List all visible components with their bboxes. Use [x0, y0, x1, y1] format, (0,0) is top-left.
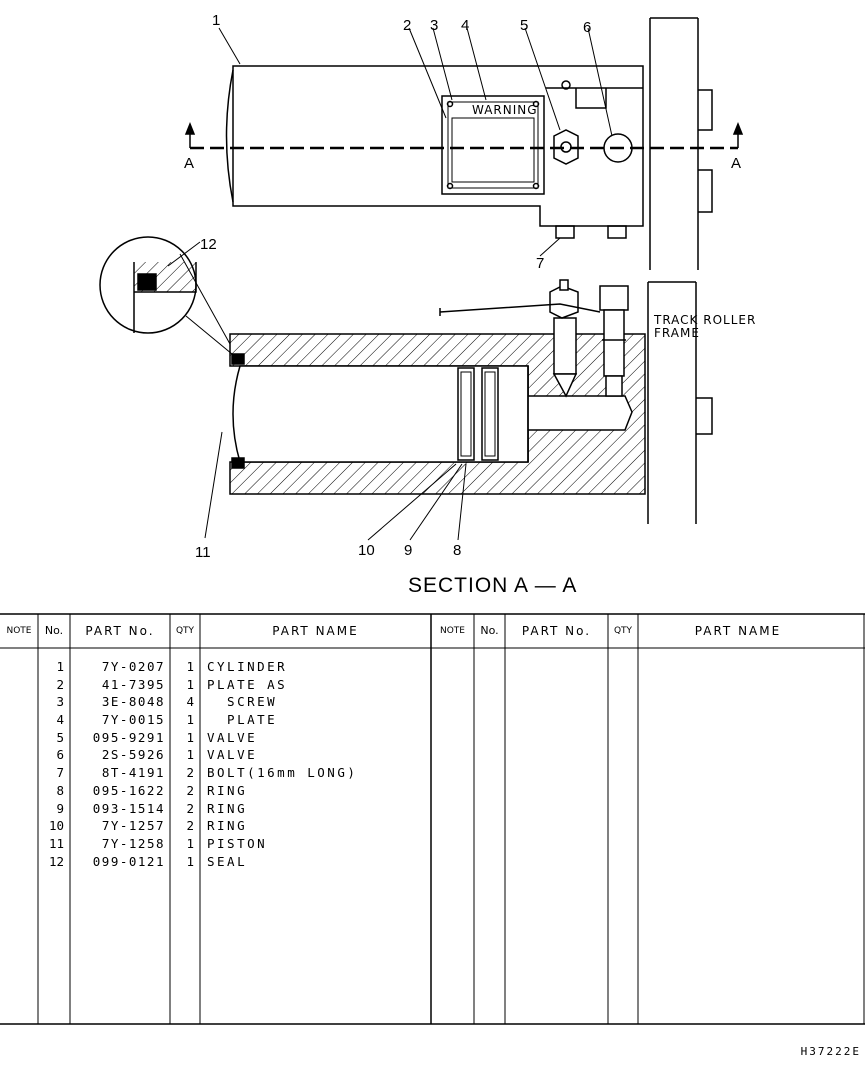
- callout-9: 9: [404, 542, 412, 559]
- parts-table: NOTE No. PART No. QTY PART NAME NOTE No.…: [0, 614, 865, 1024]
- callout-10: 10: [358, 542, 375, 559]
- header-part-name-2: PART NAME: [694, 624, 782, 638]
- cylinder-end-cap: [225, 69, 234, 203]
- section-title: SECTION A — A: [408, 574, 577, 597]
- header-no: No.: [44, 624, 64, 637]
- callout-1: 1: [212, 12, 220, 29]
- callout-labels: 1 2 3 4 5 6 7 8 9 10 11 12 A A WARNING T…: [184, 12, 756, 597]
- top-view: [184, 17, 744, 270]
- bolt-7-left: [555, 225, 575, 239]
- header-part-no-2: PART No.: [521, 624, 592, 638]
- plate-edge: [439, 303, 601, 316]
- table-grid: [0, 613, 865, 1025]
- callout-6: 6: [583, 19, 591, 36]
- valve-5: [553, 129, 579, 165]
- mounting-frame-top: [649, 17, 699, 270]
- ring-9: [457, 367, 475, 461]
- section-arrow-left: A: [184, 155, 194, 172]
- warning-plate: [441, 95, 545, 195]
- callout-8: 8: [453, 542, 461, 559]
- frame-label-line2: FRAME: [654, 326, 700, 340]
- header-part-no: PART No.: [85, 624, 155, 638]
- callout-3: 3: [430, 17, 438, 34]
- document-id: H37222E: [800, 1045, 861, 1058]
- section-view: [99, 236, 713, 541]
- bolt-7-right: [607, 225, 627, 239]
- callout-11: 11: [195, 544, 211, 561]
- callout-4: 4: [461, 17, 469, 34]
- frame-label-line1: TRACK ROLLER: [653, 313, 756, 327]
- section-arrow-right: A: [731, 155, 741, 172]
- warning-plate-text: WARNING: [472, 103, 538, 117]
- header-qty: QTY: [175, 626, 195, 636]
- header-qty-2: QTY: [613, 626, 633, 636]
- callout-12: 12: [200, 236, 217, 253]
- grease-valve-5: [549, 279, 579, 398]
- seal-12: [231, 353, 245, 365]
- track-roller-frame: [647, 281, 713, 524]
- header-note: NOTE: [6, 626, 32, 636]
- header-no-2: No.: [480, 624, 499, 637]
- header-part-name: PART NAME: [272, 624, 359, 638]
- relief-valve-6: [599, 285, 629, 397]
- header-note-2: NOTE: [439, 626, 465, 636]
- valve-block: [546, 87, 643, 109]
- callout-5: 5: [520, 17, 528, 34]
- ring-8: [481, 367, 499, 461]
- piston-11: [232, 365, 529, 463]
- callout-2: 2: [403, 17, 411, 34]
- cylinder-body: [232, 65, 644, 227]
- callout-7: 7: [536, 255, 544, 272]
